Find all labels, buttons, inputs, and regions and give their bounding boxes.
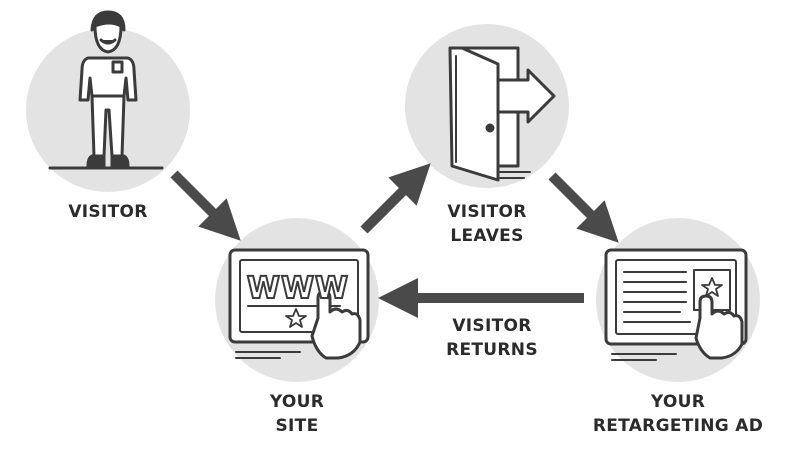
retargeting-ad-line2: RETARGETING AD	[592, 416, 764, 436]
retargeting-ad-line1: YOUR	[650, 392, 706, 412]
visitor-returns-line2: RETURNS	[446, 340, 538, 360]
www-screen-text: WWW	[247, 271, 349, 306]
website-tablet-icon	[228, 248, 370, 360]
retargeting-ad-label: YOUR RETARGETING AD	[578, 390, 778, 438]
visitor-returns-label: VISITOR RETURNS	[432, 314, 552, 362]
visitor-leaves-line1: VISITOR	[447, 202, 527, 222]
ad-tablet-icon	[604, 248, 748, 361]
visitor-label: VISITOR	[58, 200, 158, 224]
visitor-leaves-line2: LEAVES	[450, 226, 524, 246]
visitor-label-line1: VISITOR	[68, 202, 148, 222]
arrow-visitor-to-site	[170, 170, 241, 241]
visitor-leaves-label: VISITOR LEAVES	[437, 200, 537, 248]
arrow-leaves-to-ad	[548, 172, 619, 243]
exit-door-icon	[448, 46, 556, 182]
your-site-label: YOUR SITE	[247, 390, 347, 438]
visitor-returns-line1: VISITOR	[452, 316, 532, 336]
your-site-line2: SITE	[275, 416, 319, 436]
person-icon	[48, 10, 164, 170]
your-site-line1: YOUR	[269, 392, 325, 412]
arrow-site-to-leaves	[360, 163, 431, 234]
